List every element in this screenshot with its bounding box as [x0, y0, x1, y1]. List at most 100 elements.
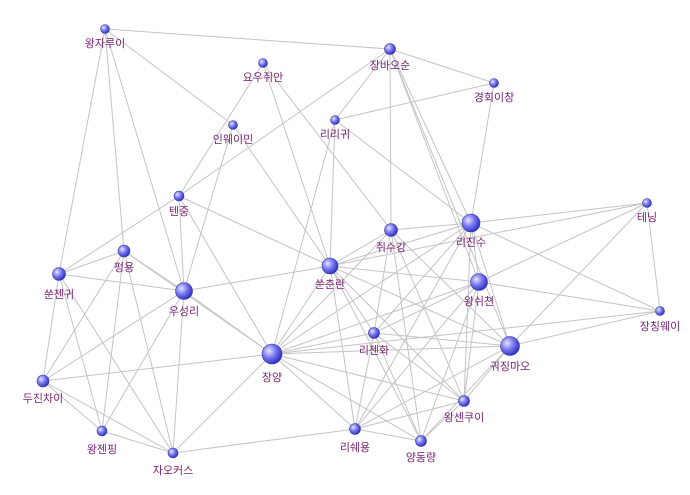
node-lizhenhua[interactable]: 리젠화: [359, 327, 389, 358]
edge-lijinsu-lishiyong: [354, 222, 472, 430]
node-wangsenkui[interactable]: 왕센쿠이: [444, 395, 484, 425]
node-zhangqingwei[interactable]: 장칭웨이: [640, 306, 680, 334]
node-zhangbaoshun[interactable]: 장바오순: [370, 43, 410, 73]
node-circle[interactable]: [96, 425, 108, 437]
edge-liligui-lijinsu: [334, 119, 472, 224]
edge-liligui-jiangyang: [271, 119, 336, 355]
edge-zhangbaoshun-lijinsu: [389, 48, 472, 224]
node-circle[interactable]: [461, 213, 481, 233]
edge-lijinsu-guojingmao: [470, 222, 511, 347]
node-sunzhengui[interactable]: 쑨젠귀: [44, 267, 74, 302]
edge-wangshuixian-lizhenhua: [373, 281, 480, 334]
node-wangshuixian[interactable]: 왕쉬쳔: [464, 273, 494, 309]
node-circle[interactable]: [167, 447, 179, 459]
node-circle[interactable]: [100, 24, 110, 34]
node-label: 요우쥐안: [243, 71, 283, 84]
node-circle[interactable]: [489, 78, 499, 88]
node-circle[interactable]: [655, 306, 665, 316]
node-circle[interactable]: [415, 435, 427, 447]
node-circle[interactable]: [642, 198, 652, 208]
edge-jiangyang-dujinchai: [42, 353, 273, 382]
edge-qusugang-sunchunlan: [329, 229, 392, 267]
node-label: 테닝: [637, 211, 657, 224]
edge-tianzhong-sunchunlan: [178, 195, 331, 267]
edge-wangshuixian-lishiyong: [354, 281, 480, 430]
node-label: 장칭웨이: [640, 320, 680, 333]
node-circle[interactable]: [258, 58, 268, 68]
node-circle[interactable]: [175, 282, 193, 300]
node-circle[interactable]: [349, 423, 361, 435]
edge-teneng-sunchunlan: [329, 202, 648, 267]
edge-sunchunlan-wangshuixian: [329, 265, 480, 283]
node-circle[interactable]: [321, 257, 339, 275]
edge-lizhenhua-lishiyong: [354, 332, 375, 430]
node-circle[interactable]: [368, 327, 380, 339]
node-circle[interactable]: [330, 115, 340, 125]
node-label: 장양: [262, 371, 282, 384]
node-jinghuichang[interactable]: 경회이창: [474, 78, 514, 105]
edge-sunchunlan-wangsenkui: [329, 265, 465, 402]
edge-liligui-sunchunlan: [329, 119, 336, 267]
node-circle[interactable]: [458, 395, 470, 407]
node-circle[interactable]: [261, 343, 283, 365]
edge-sunchunlan-wuxingli: [183, 265, 331, 292]
node-circle[interactable]: [384, 43, 396, 55]
node-label: 장바오순: [370, 59, 410, 72]
node-zhaokeshi[interactable]: 자오커스: [153, 447, 193, 477]
edge-tianzhong-jiangyang: [178, 195, 273, 355]
edge-wuxingli-dujinchai: [42, 290, 185, 382]
edge-wangzirui-yinweimin: [104, 28, 234, 126]
node-circle[interactable]: [36, 374, 50, 388]
edge-lijinsu-qusugang: [390, 222, 472, 231]
node-lijinsu[interactable]: 리진수: [456, 213, 486, 249]
node-yaoshiyan[interactable]: 요우쥐안: [243, 58, 283, 85]
node-circle[interactable]: [384, 223, 398, 237]
node-label: 왕젠핑: [87, 443, 117, 456]
node-yinweimin[interactable]: 인웨이민: [213, 120, 253, 147]
edge-jinghuichang-lijinsu: [470, 82, 495, 224]
edge-teneng-guojingmao: [509, 202, 648, 347]
node-label: 두진차이: [23, 392, 63, 405]
node-circle[interactable]: [117, 244, 131, 258]
edge-qusugang-lizhenhua: [373, 229, 392, 334]
node-label: 왕센쿠이: [444, 411, 484, 424]
edge-jiangyang-zhaokeshi: [172, 353, 273, 454]
node-tianzhong[interactable]: 텐중: [169, 190, 189, 218]
edge-jiangyang-lishiyong: [271, 353, 356, 430]
node-teneng[interactable]: 테닝: [637, 198, 657, 225]
edge-guojingmao-jiangyang: [271, 345, 511, 355]
node-label: 쥐수강: [376, 241, 406, 254]
node-circle[interactable]: [52, 267, 66, 281]
node-label: 리진수: [456, 236, 486, 249]
edge-wuxingli-zhaokeshi: [172, 290, 185, 454]
node-label: 쑨젠귀: [44, 288, 74, 301]
node-sunchunlan[interactable]: 쑨춘란: [315, 257, 345, 291]
node-circle[interactable]: [228, 120, 238, 130]
node-guojingmao[interactable]: 궈징마오: [490, 336, 530, 374]
node-wuxingli[interactable]: 우성리: [169, 282, 199, 319]
edge-sunchunlan-lizhenhua: [329, 265, 375, 334]
node-lishiyong[interactable]: 리쉐용: [340, 423, 370, 455]
node-circle[interactable]: [173, 190, 185, 202]
node-pingyong[interactable]: 펑용: [114, 244, 134, 274]
node-wangzhenping[interactable]: 왕젠핑: [87, 425, 117, 456]
node-label: 궈징마오: [490, 360, 530, 373]
edge-wangzirui-zhangbaoshun: [104, 28, 391, 50]
edge-lijinsu-sunchunlan: [329, 222, 472, 267]
edge-lizhenhua-wangsenkui: [373, 332, 465, 402]
edge-lizhenhua-jiangyang: [271, 332, 375, 355]
node-wangzirui[interactable]: 왕자루이: [85, 24, 125, 51]
edge-sunzhengui-wuxingli: [58, 273, 185, 292]
edge-wangsenkui-yangdongliang: [420, 400, 465, 442]
edge-jinghuichang-liligui: [334, 82, 495, 121]
node-circle[interactable]: [470, 273, 488, 291]
node-jiangyang[interactable]: 장양: [261, 343, 283, 384]
node-circle[interactable]: [500, 336, 520, 356]
edge-teneng-zhangqingwei: [646, 202, 661, 312]
node-yangdongliang[interactable]: 양동량: [406, 435, 436, 465]
node-liligui[interactable]: 리리귀: [320, 115, 350, 142]
node-dujinchai[interactable]: 두진차이: [23, 374, 63, 405]
node-qusugang[interactable]: 쥐수강: [376, 223, 406, 255]
